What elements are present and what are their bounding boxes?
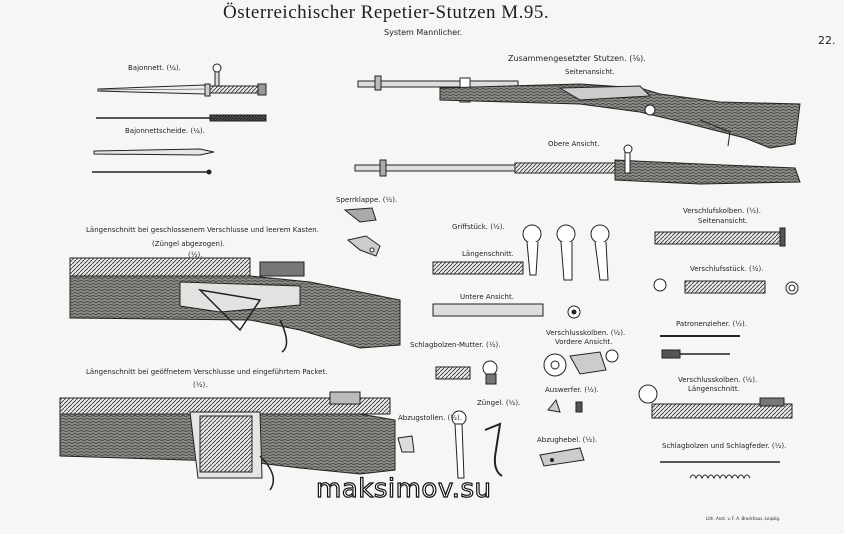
label-bayonet: Bajonnett. (¼). [128, 64, 181, 72]
label-extractor: Patronenzieher. (½). [676, 320, 747, 328]
printer-imprint: Lith. Anst. v. F. A. Brockhaus, Leipzig. [706, 516, 781, 521]
label-assembled: Zusammengesetzter Stutzen. (⅛). [508, 54, 646, 63]
label-section-closed-1: Längenschnitt bei geschlossenem Verschlu… [86, 226, 319, 234]
striker-nut-drawing [435, 360, 498, 385]
bolt-drawings [653, 227, 799, 295]
grip-drawings [432, 224, 610, 319]
label-ejector: Auswerfer. (½). [545, 386, 599, 394]
scabbard-drawing [92, 148, 215, 175]
extractor-drawing [660, 335, 740, 359]
label-top-view: Obere Ansicht. [548, 140, 600, 148]
label-scabbard: Bajonnettscheide. (¼). [125, 127, 205, 135]
bolt-front-drawing [543, 349, 619, 377]
trigger-lever-drawing [539, 447, 585, 467]
label-trigger-lever: Abzughebel. (½). [537, 436, 598, 444]
lock-spring-drawing [343, 207, 381, 257]
label-section-open-2: (½). [193, 381, 208, 389]
plate-subtitle: System Mannlicher. [384, 28, 463, 37]
trigger-drawing [451, 410, 503, 479]
striker-spring-drawing [660, 461, 780, 480]
trigger-stop-drawing [397, 435, 415, 453]
label-side-view: Seitenansicht. [565, 68, 615, 76]
label-bolt-side: Seitenansicht. [698, 217, 748, 225]
bolt-section-drawing [638, 384, 793, 419]
label-lock-spring: Sperrklappe. (½). [336, 196, 398, 204]
label-section-open-1: Längenschnitt bei geöffnetem Verschlusse… [86, 368, 328, 376]
bayonet-knife-drawing [96, 114, 267, 122]
label-bolt-long-1: Verschlusskolben. (½). [678, 376, 758, 384]
label-trigger-stop: Abzugstollen. (½). [398, 414, 463, 422]
bayonet-drawing [97, 63, 267, 97]
label-grip-long: Längenschnitt. [462, 250, 514, 258]
ejector-drawing [547, 398, 583, 413]
watermark: maksimov.su [315, 473, 492, 504]
label-bolt-front-2: Vordere Ansicht. [555, 338, 613, 346]
label-grip-under: Untere Ansicht. [460, 293, 514, 301]
carbine-side-view [357, 75, 801, 149]
label-bolt-front-1: Verschlusskolben. (½). [546, 329, 626, 337]
section-closed-drawing [69, 257, 401, 353]
label-striker-spring: Schlagbolzen und Schlagfeder. (½). [662, 442, 787, 450]
label-grip: Griffstück. (½). [452, 223, 505, 231]
label-bolt-piece: Verschlufsstück. (½). [690, 265, 764, 273]
label-section-closed-2: (Züngel abgezogen). [152, 240, 225, 248]
label-striker-nut: Schlagbolzen-Mutter. (½). [410, 341, 501, 349]
page-number: 22. [818, 34, 836, 47]
label-trigger: Züngel. (½). [477, 399, 521, 407]
label-bolt: Verschlufskolben. (½). [683, 207, 761, 215]
label-section-closed-3: (½). [188, 251, 203, 259]
carbine-top-view [354, 144, 801, 185]
label-bolt-long-2: Längenschnitt. [688, 385, 740, 393]
section-open-drawing [59, 391, 396, 491]
plate-title: Österreichischer Repetier-Stutzen M.95. [223, 2, 550, 23]
